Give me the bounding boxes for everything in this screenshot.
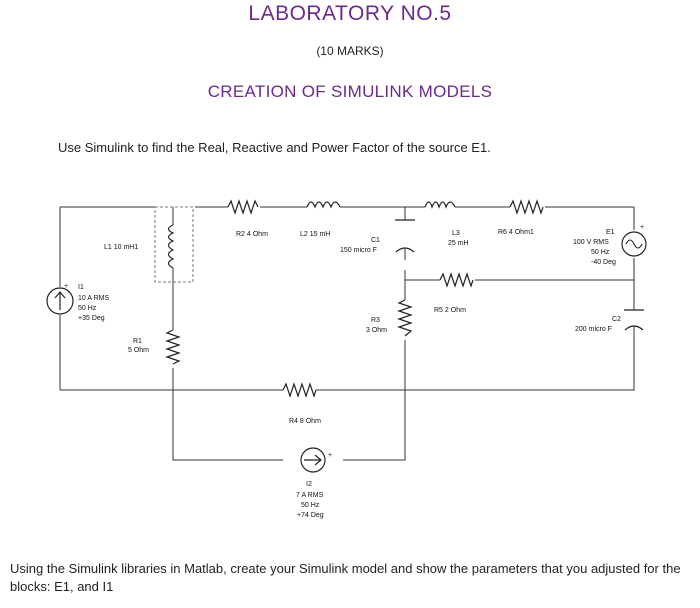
i1-rms-label: 10 A RMS bbox=[78, 295, 109, 302]
instruction-text: Use Simulink to find the Real, Reactive … bbox=[58, 140, 491, 155]
i2-hz-label: 50 Hz bbox=[301, 502, 320, 509]
i1-name-label: I1 bbox=[78, 284, 84, 291]
r5-label: R5 2 Ohm bbox=[434, 307, 466, 314]
e1-hz-label: 50 Hz bbox=[591, 249, 610, 256]
c2-capacitor bbox=[624, 309, 644, 331]
l3-inductor bbox=[424, 201, 456, 209]
c2-value-label: 200 micro F bbox=[575, 326, 612, 333]
r4-resistor bbox=[282, 382, 317, 398]
r1-name-label: R1 bbox=[133, 338, 142, 345]
svg-text:+: + bbox=[64, 283, 68, 290]
i1-hz-label: 50 Hz bbox=[78, 305, 97, 312]
marks-label: (10 MARKS) bbox=[316, 44, 384, 58]
l3-name-label: L3 bbox=[452, 230, 460, 237]
circuit-diagram: + + + L1 10 mH1 R2 4 Ohm L2 15 mH C1 150… bbox=[46, 199, 647, 519]
e1-deg-label: -40 Deg bbox=[591, 259, 616, 266]
i2-name-label: I2 bbox=[306, 481, 312, 488]
svg-text:+: + bbox=[640, 224, 644, 231]
i1-current-source: + bbox=[46, 283, 74, 315]
r2-label: R2 4 Ohm bbox=[236, 231, 268, 238]
i2-rms-label: 7 A RMS bbox=[296, 492, 324, 499]
r4-label: R4 8 Ohm bbox=[289, 418, 321, 425]
section-subtitle: CREATION OF SIMULINK MODELS bbox=[207, 82, 493, 101]
e1-name-label: E1 bbox=[606, 229, 615, 236]
l3-value-label: 25 mH bbox=[448, 240, 469, 247]
c1-name-label: C1 bbox=[371, 237, 380, 244]
wire-r1 bbox=[172, 280, 283, 461]
i2-current-source: + bbox=[300, 447, 332, 473]
l2-inductor bbox=[306, 201, 341, 209]
i1-deg-label: +35 Deg bbox=[78, 315, 105, 322]
r1-value-label: 5 Ohm bbox=[128, 347, 149, 354]
e1-ac-source: + bbox=[621, 224, 647, 257]
l2-label: L2 15 mH bbox=[300, 231, 330, 238]
l1-block-frame bbox=[154, 206, 194, 283]
wire-i2-right bbox=[343, 390, 406, 461]
c1-value-label: 150 micro F bbox=[340, 247, 377, 254]
r2-resistor bbox=[227, 199, 259, 215]
svg-text:+: + bbox=[328, 452, 332, 459]
r1-resistor bbox=[165, 329, 181, 365]
r5-resistor bbox=[439, 272, 474, 288]
footer-instruction: Using the Simulink libraries in Matlab, … bbox=[10, 561, 681, 594]
r3-value-label: 3 Ohm bbox=[366, 327, 387, 334]
wire-right bbox=[405, 207, 635, 391]
r6-label: R6 4 Ohm1 bbox=[498, 229, 534, 236]
l1-label: L1 10 mH1 bbox=[104, 244, 138, 251]
c1-capacitor bbox=[395, 219, 415, 253]
r3-name-label: R3 bbox=[371, 317, 380, 324]
e1-rms-label: 100 V RMS bbox=[573, 239, 609, 246]
r6-resistor bbox=[509, 199, 544, 215]
i2-deg-label: +74 Deg bbox=[297, 512, 324, 519]
c2-name-label: C2 bbox=[612, 316, 621, 323]
r3-resistor bbox=[397, 299, 413, 337]
lab-title: LABORATORY NO.5 bbox=[248, 2, 452, 25]
l1-inductor bbox=[167, 224, 175, 269]
